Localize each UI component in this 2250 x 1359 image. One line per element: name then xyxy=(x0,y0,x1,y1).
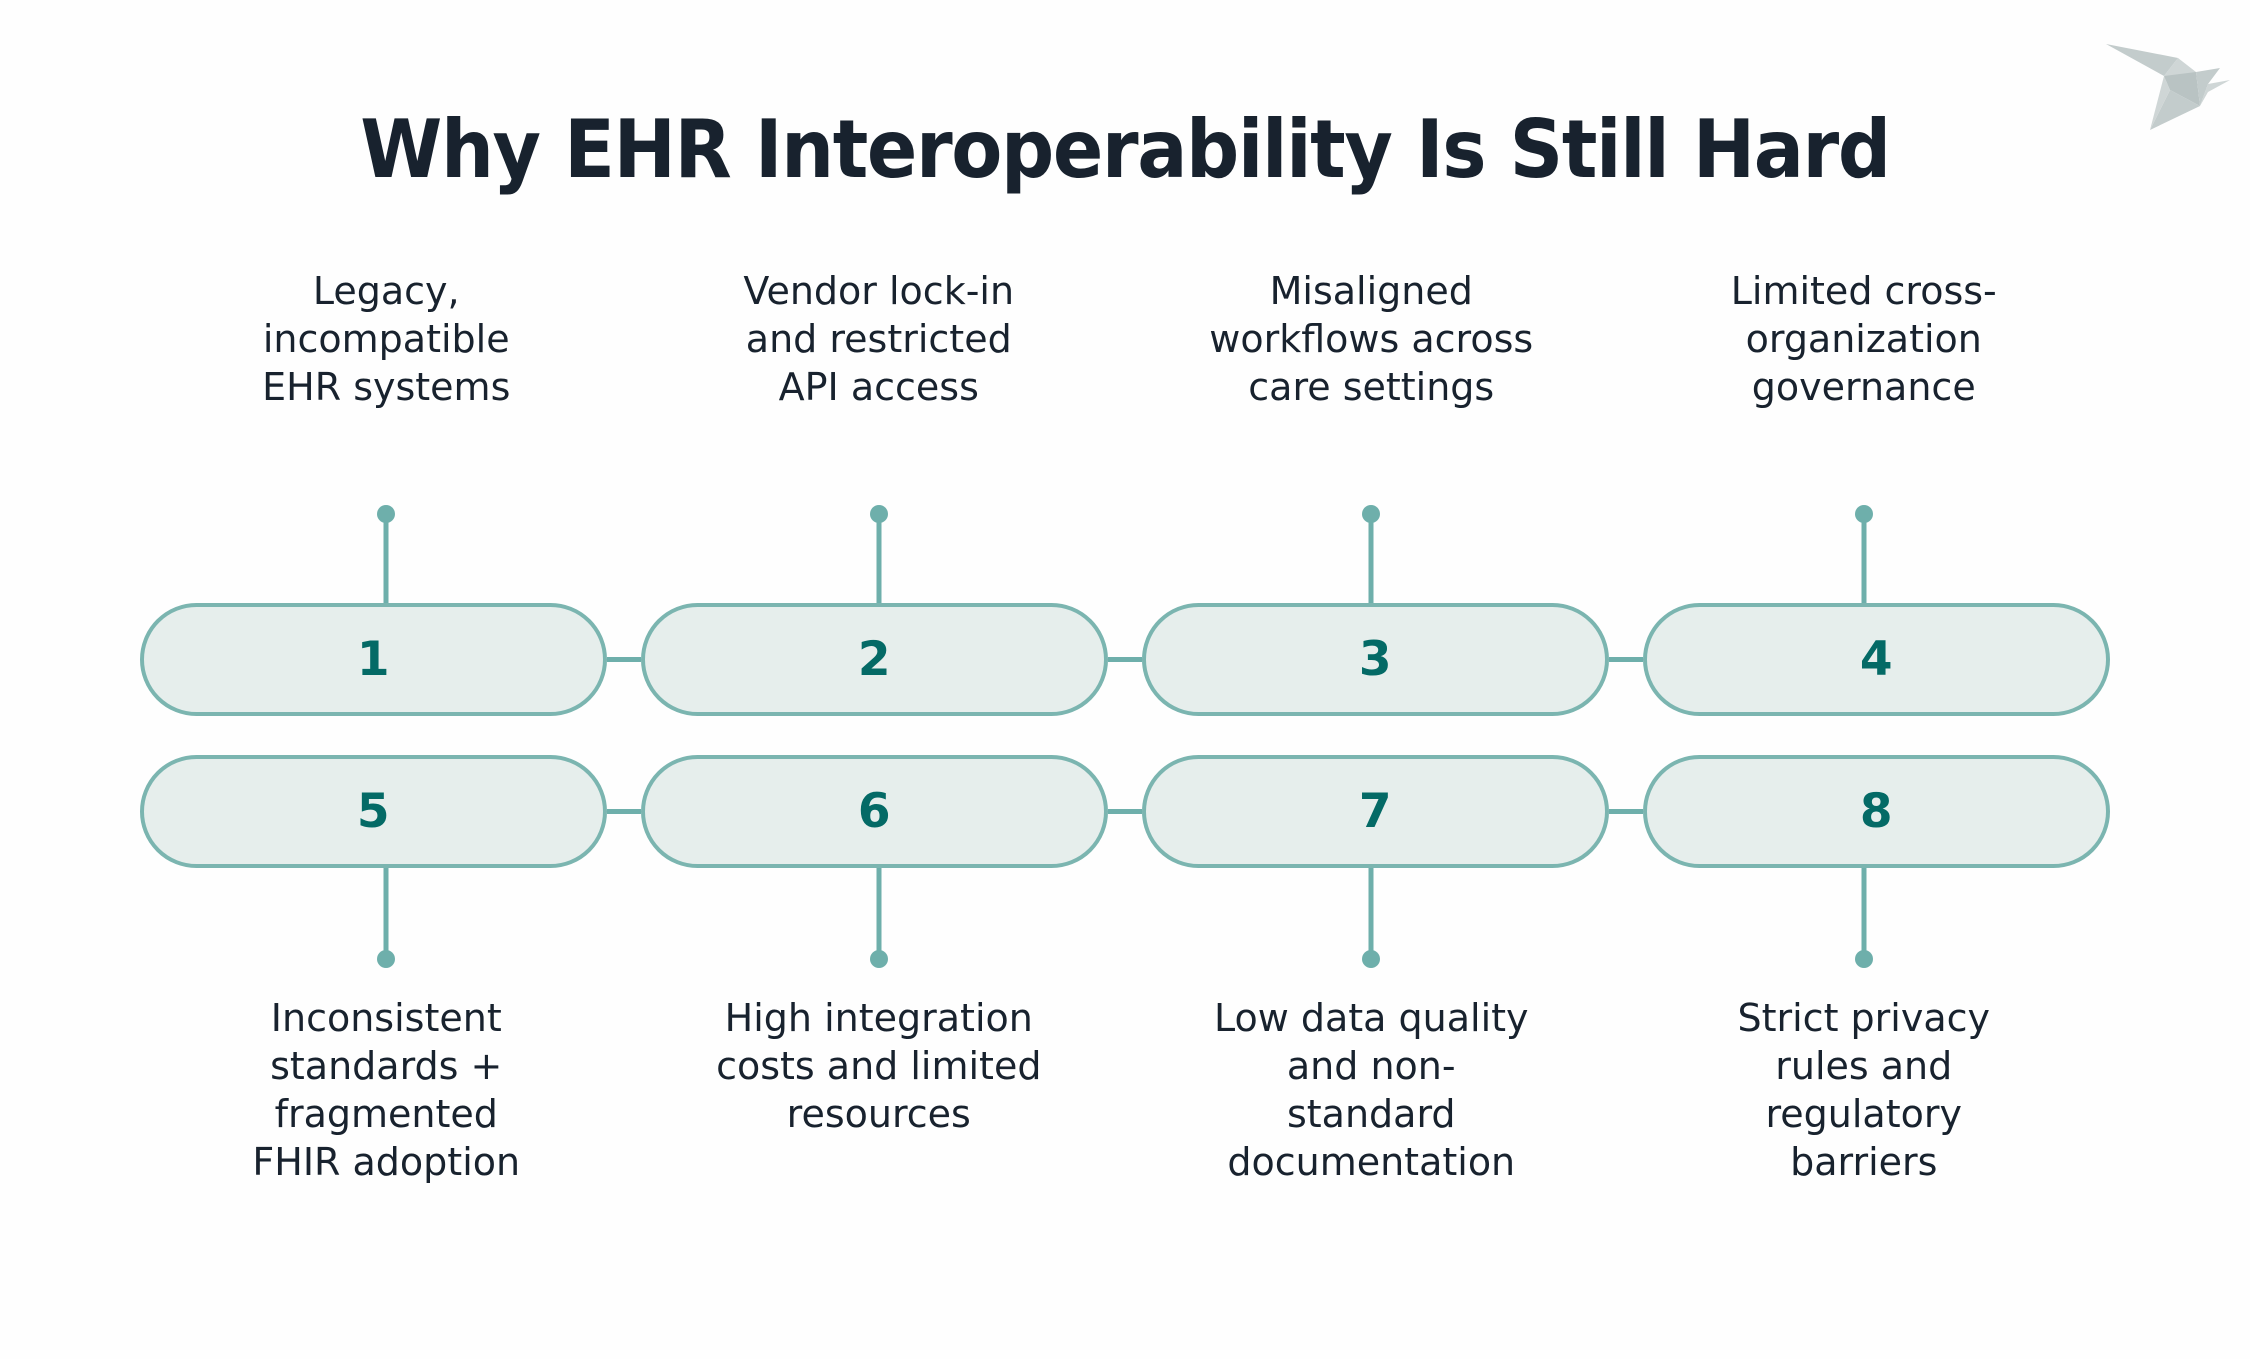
top-label-4-line3: governance xyxy=(1751,364,1976,409)
bottom-stem-dot-8 xyxy=(1854,950,1873,968)
bottom-stem-row xyxy=(140,868,2110,968)
pill-1[interactable]: 1 xyxy=(140,603,607,716)
bottom-label-8-line1: Strict privacy xyxy=(1737,996,1991,1040)
page-title: Why EHR Interoperability Is Still Hard xyxy=(360,103,1891,196)
top-label-4: Limited cross- organization governance xyxy=(1618,268,2111,412)
bottom-label-8-line2: rules and xyxy=(1775,1043,1953,1088)
pill-3[interactable]: 3 xyxy=(1142,603,1609,716)
bottom-label-7-line1: Low data quality xyxy=(1213,996,1529,1040)
bottom-stem-dot-6 xyxy=(869,950,888,968)
pill-number-2: 2 xyxy=(857,632,892,687)
bottom-label-5-line3: fragmented xyxy=(274,1091,498,1136)
connector-7-8 xyxy=(1609,809,1643,814)
top-label-1-line3: EHR systems xyxy=(262,364,511,409)
bottom-label-6: High integration costs and limited resou… xyxy=(633,995,1126,1139)
connector-5-6 xyxy=(607,809,641,814)
bottom-label-8-line4: barriers xyxy=(1790,1139,1938,1184)
bottom-label-6-line1: High integration xyxy=(724,996,1033,1040)
bottom-label-8-line3: regulatory xyxy=(1765,1091,1962,1136)
pill-number-6: 6 xyxy=(857,784,892,839)
top-label-2: Vendor lock-in and restricted API access xyxy=(633,268,1126,412)
pill-4[interactable]: 4 xyxy=(1643,603,2110,716)
bottom-stem-line-8 xyxy=(1861,868,1867,960)
top-stem-line-4 xyxy=(1861,513,1867,605)
origami-bird-logo xyxy=(2104,14,2236,142)
top-label-row: Legacy, incompatible EHR systems Vendor … xyxy=(140,268,2110,412)
pill-7[interactable]: 7 xyxy=(1142,755,1609,868)
connector-6-7 xyxy=(1108,809,1142,814)
top-label-1: Legacy, incompatible EHR systems xyxy=(140,268,633,412)
bottom-label-row: Inconsistent standards + fragmented FHIR… xyxy=(140,995,2110,1187)
top-stem-4 xyxy=(1618,505,2111,605)
bottom-label-7: Low data quality and non- standard docum… xyxy=(1125,995,1618,1187)
bottom-label-7-line2: and non- xyxy=(1286,1043,1456,1088)
pill-6[interactable]: 6 xyxy=(641,755,1108,868)
top-stem-row xyxy=(140,505,2110,605)
bottom-label-6-line3: resources xyxy=(786,1091,971,1136)
bottom-stem-7 xyxy=(1125,868,1618,968)
top-label-1-line2: incompatible xyxy=(262,316,510,361)
bottom-label-5-line4: FHIR adoption xyxy=(252,1139,521,1184)
pill-2[interactable]: 2 xyxy=(641,603,1108,716)
bottom-stem-line-5 xyxy=(383,868,389,960)
bottom-label-5-line1: Inconsistent xyxy=(270,996,502,1040)
pill-number-1: 1 xyxy=(356,632,391,687)
top-stem-2 xyxy=(633,505,1126,605)
top-stem-line-1 xyxy=(383,513,389,605)
top-label-2-line1: Vendor lock-in xyxy=(743,269,1015,313)
bottom-stem-6 xyxy=(633,868,1126,968)
pill-row-top: 1 2 3 4 xyxy=(140,603,2110,716)
bottom-label-5-line2: standards + xyxy=(270,1043,503,1088)
top-label-3-line1: Misaligned xyxy=(1269,269,1473,313)
top-label-3-line2: workflows across xyxy=(1209,316,1534,361)
pill-number-7: 7 xyxy=(1358,784,1393,839)
bottom-stem-line-6 xyxy=(876,868,882,960)
bottom-label-8: Strict privacy rules and regulatory barr… xyxy=(1618,995,2111,1187)
top-label-2-line2: and restricted xyxy=(745,316,1012,361)
bottom-label-6-line2: costs and limited xyxy=(716,1043,1042,1088)
pill-5[interactable]: 5 xyxy=(140,755,607,868)
bottom-stem-line-7 xyxy=(1368,868,1374,960)
top-label-1-line1: Legacy, xyxy=(312,269,460,313)
pill-number-3: 3 xyxy=(1358,632,1393,687)
top-stem-3 xyxy=(1125,505,1618,605)
top-label-3-line3: care settings xyxy=(1248,364,1495,409)
top-label-4-line1: Limited cross- xyxy=(1730,269,1997,313)
connector-1-2 xyxy=(607,657,641,662)
pill-8[interactable]: 8 xyxy=(1643,755,2110,868)
bottom-label-7-line4: documentation xyxy=(1227,1139,1516,1184)
connector-2-3 xyxy=(1108,657,1142,662)
bottom-stem-8 xyxy=(1618,868,2111,968)
pill-number-8: 8 xyxy=(1859,784,1894,839)
top-label-3: Misaligned workflows across care setting… xyxy=(1125,268,1618,412)
bottom-label-5: Inconsistent standards + fragmented FHIR… xyxy=(140,995,633,1187)
connector-3-4 xyxy=(1609,657,1643,662)
pill-number-4: 4 xyxy=(1859,632,1894,687)
pill-row-bottom: 5 6 7 8 xyxy=(140,755,2110,868)
pill-number-5: 5 xyxy=(356,784,391,839)
bottom-stem-dot-5 xyxy=(377,950,396,968)
top-stem-line-2 xyxy=(876,513,882,605)
bottom-stem-5 xyxy=(140,868,633,968)
bottom-stem-dot-7 xyxy=(1362,950,1381,968)
top-stem-line-3 xyxy=(1368,513,1374,605)
top-label-4-line2: organization xyxy=(1745,316,1982,361)
bottom-label-7-line3: standard xyxy=(1286,1091,1456,1136)
top-stem-1 xyxy=(140,505,633,605)
top-label-2-line3: API access xyxy=(778,364,979,409)
